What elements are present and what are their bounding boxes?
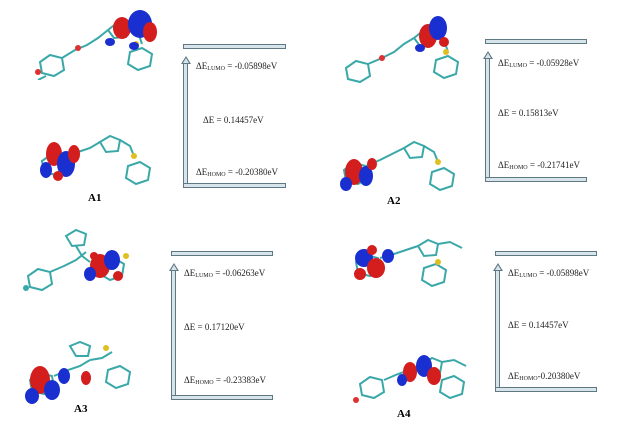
- arrow-shaft: [495, 270, 500, 388]
- molecule-label: A1: [88, 192, 102, 204]
- lumo-level-line: [183, 44, 286, 49]
- homo-level-line: [171, 395, 273, 400]
- molecule-a1-lumo: [35, 10, 157, 80]
- arrow-shaft: [183, 63, 188, 184]
- molecule-a2-lumo: [344, 16, 460, 84]
- arrow-head: [493, 263, 503, 271]
- homo-energy-text: ΔEHOMO = -0.21741eV: [498, 160, 580, 171]
- homo-level-line: [485, 177, 587, 182]
- molecule-label: A2: [387, 195, 401, 207]
- homo-level-line: [183, 183, 286, 188]
- arrow-head: [181, 56, 191, 64]
- gap-energy-text: ΔE = 0.14457eV: [508, 320, 569, 330]
- homo-energy-text: ΔEHOMO = -0.20380eV: [196, 167, 278, 178]
- molecule-a3-homo: [25, 340, 132, 404]
- arrow-shaft: [485, 58, 490, 178]
- molecule-label: A3: [74, 403, 88, 415]
- lumo-level-line: [171, 251, 273, 256]
- homo-energy-text: ΔEHOMO-0.20380eV: [508, 371, 581, 382]
- lumo-energy-text: ΔELUMO = -0.06263eV: [184, 268, 266, 279]
- molecule-label: A4: [397, 408, 411, 420]
- arrow-shaft: [171, 270, 176, 396]
- lumo-level-line: [485, 39, 587, 44]
- molecule-a1-homo: [40, 134, 152, 186]
- gap-energy-text: ΔE = 0.14457eV: [203, 115, 264, 125]
- lumo-energy-text: ΔELUMO = -0.05898eV: [508, 268, 590, 279]
- molecule-a2-homo: [340, 140, 456, 192]
- molecule-a4-lumo: [354, 238, 463, 288]
- homo-energy-text: ΔEHOMO = -0.23383eV: [184, 375, 266, 386]
- homo-level-line: [495, 387, 597, 392]
- molecule-a4-homo: [353, 355, 467, 403]
- lumo-level-line: [495, 251, 597, 256]
- gap-energy-text: ΔE = 0.17120eV: [184, 322, 245, 332]
- gap-energy-text: ΔE = 0.15813eV: [498, 108, 559, 118]
- lumo-energy-text: ΔELUMO = -0.05898eV: [196, 61, 278, 72]
- arrow-head: [169, 263, 179, 271]
- molecule-a3-lumo: [23, 228, 129, 292]
- arrow-head: [483, 51, 493, 59]
- lumo-energy-text: ΔELUMO = -0.05928eV: [498, 58, 580, 69]
